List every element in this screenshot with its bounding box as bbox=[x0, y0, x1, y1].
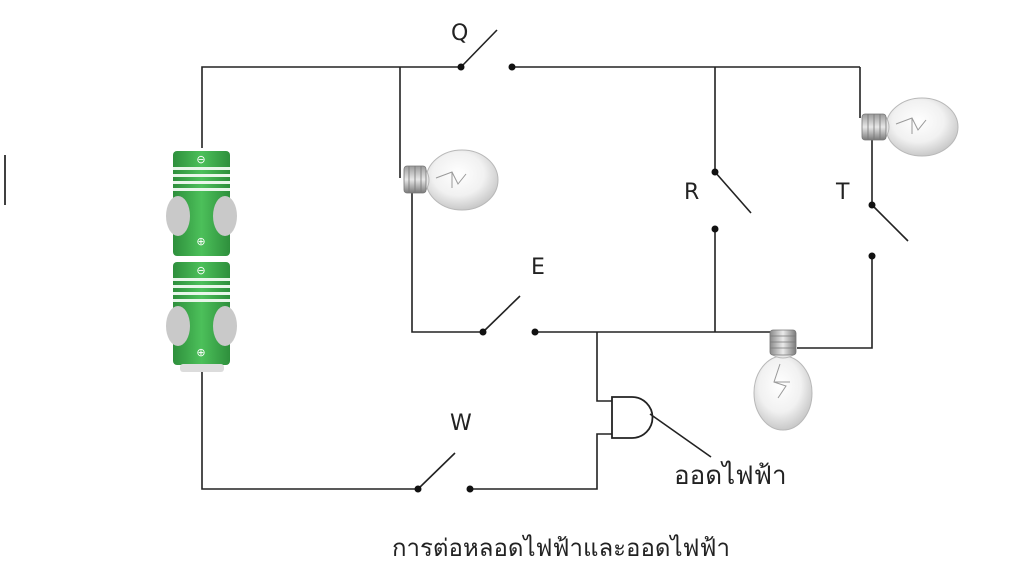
battery-cell-bottom: ⊖ ⊕ bbox=[166, 262, 237, 372]
wire-top-left bbox=[201, 66, 461, 148]
label-switch-r: R bbox=[684, 180, 699, 205]
battery-positive-terminal-2: ⊕ bbox=[196, 346, 205, 359]
switch-t bbox=[868, 201, 909, 260]
bell-label: ออดไฟฟ้า bbox=[674, 460, 787, 491]
switch-w bbox=[414, 452, 474, 493]
diagram-caption: การต่อหลอดไฟฟ้าและออดไฟฟ้า bbox=[392, 534, 730, 562]
light-bulb-3 bbox=[753, 329, 813, 431]
wire-bottom bbox=[201, 370, 418, 490]
switch-r bbox=[711, 168, 752, 233]
light-bulb-1 bbox=[403, 149, 499, 211]
wire-bell-bottom bbox=[470, 433, 612, 490]
switch-e bbox=[479, 295, 539, 336]
battery-positive-terminal: ⊕ bbox=[196, 235, 205, 248]
electric-bell bbox=[611, 396, 712, 458]
wire-t-bottom bbox=[797, 256, 873, 349]
wire-bell-top bbox=[596, 332, 612, 402]
label-switch-t: T bbox=[835, 180, 850, 205]
wire-bulb1-to-e bbox=[411, 190, 483, 333]
label-switch-w: W bbox=[450, 411, 472, 436]
light-bulb-2 bbox=[861, 97, 959, 157]
battery-negative-terminal-2: ⊖ bbox=[196, 264, 205, 277]
battery-negative-terminal: ⊖ bbox=[196, 153, 205, 166]
wires bbox=[201, 66, 873, 490]
label-switch-q: Q bbox=[451, 21, 468, 46]
battery-cell-top: ⊖ ⊕ bbox=[166, 151, 237, 256]
label-switch-e: E bbox=[531, 255, 545, 280]
switch-q bbox=[457, 29, 516, 71]
